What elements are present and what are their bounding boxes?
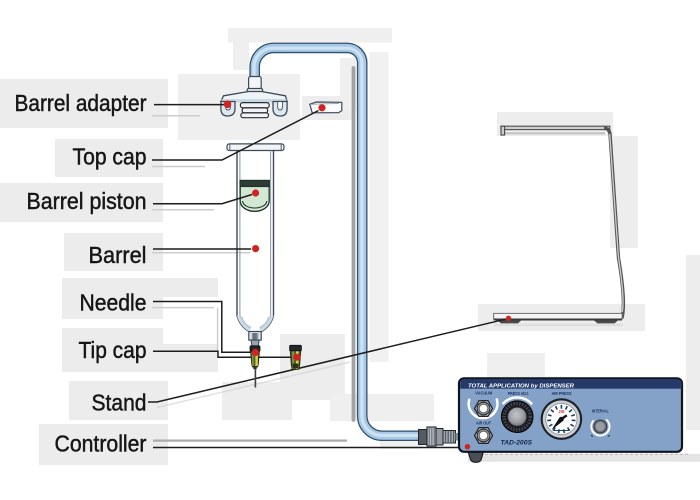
svg-text:Needle: Needle [80,289,147,315]
svg-text:AIR PRESS: AIR PRESS [552,391,572,396]
svg-text:Barrel adapter: Barrel adapter [15,90,147,116]
svg-text:JIS: JIS [558,409,564,414]
svg-text:Top cap: Top cap [73,144,147,170]
svg-text:INTERVAL: INTERVAL [592,409,609,414]
svg-text:TOTAL APPLICATION by DISPENSER: TOTAL APPLICATION by DISPENSER [468,383,575,389]
svg-text:TAD-200S: TAD-200S [501,440,533,447]
svg-text:Barrel piston: Barrel piston [27,188,147,214]
svg-text:Barrel: Barrel [89,242,147,268]
svg-text:Stand: Stand [92,389,147,415]
svg-text:AIR OUT: AIR OUT [476,421,491,426]
svg-text:PRESS ADJ.: PRESS ADJ. [508,391,529,396]
svg-text:Tip cap: Tip cap [79,337,147,363]
svg-text:VACUUM: VACUUM [475,390,492,395]
svg-text:Controller: Controller [55,431,147,457]
